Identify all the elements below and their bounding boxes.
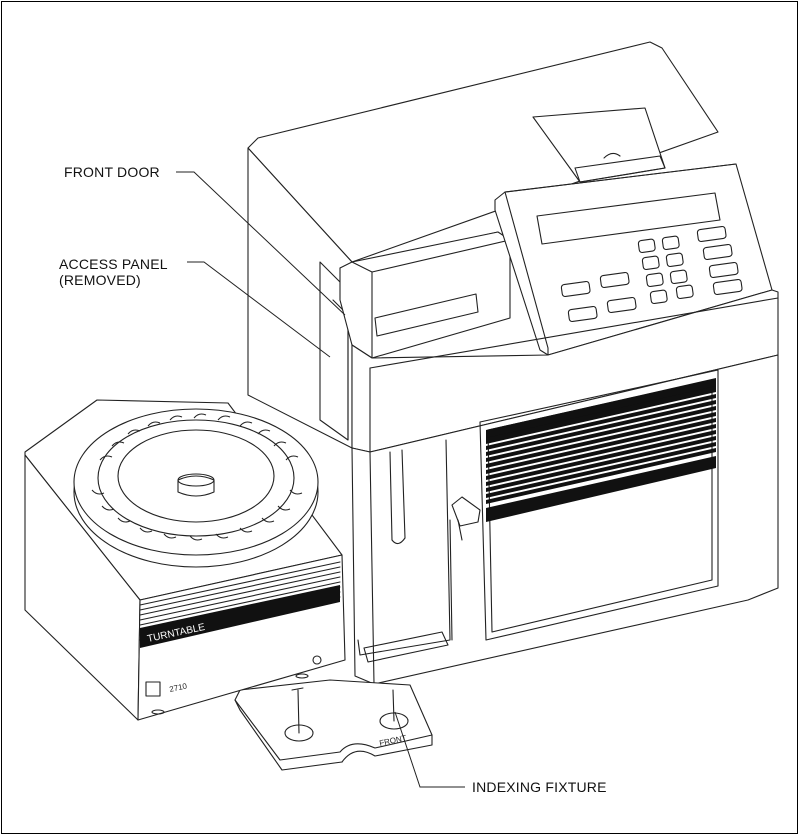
turntable-label-band [140,585,340,648]
keypad [560,225,743,323]
indexing-fixture [234,679,433,771]
callout-access-panel-line2: (REMOVED) [59,272,141,288]
control-panel [494,107,773,356]
callout-indexing-fixture: INDEXING FIXTURE [472,779,607,795]
model-number-label: 2710 [169,681,189,694]
leader-lines [176,171,465,788]
callout-access-panel-line1: ACCESS PANEL [59,256,168,272]
left-display-housing [339,231,511,359]
callout-front-door: FRONT DOOR [64,164,160,180]
sample-carousel [73,408,319,568]
callout-access-panel: ACCESS PANEL (REMOVED) [59,256,168,288]
carousel-cups [91,413,303,541]
sample-channel [357,439,481,663]
front-window-stripes [486,378,716,522]
